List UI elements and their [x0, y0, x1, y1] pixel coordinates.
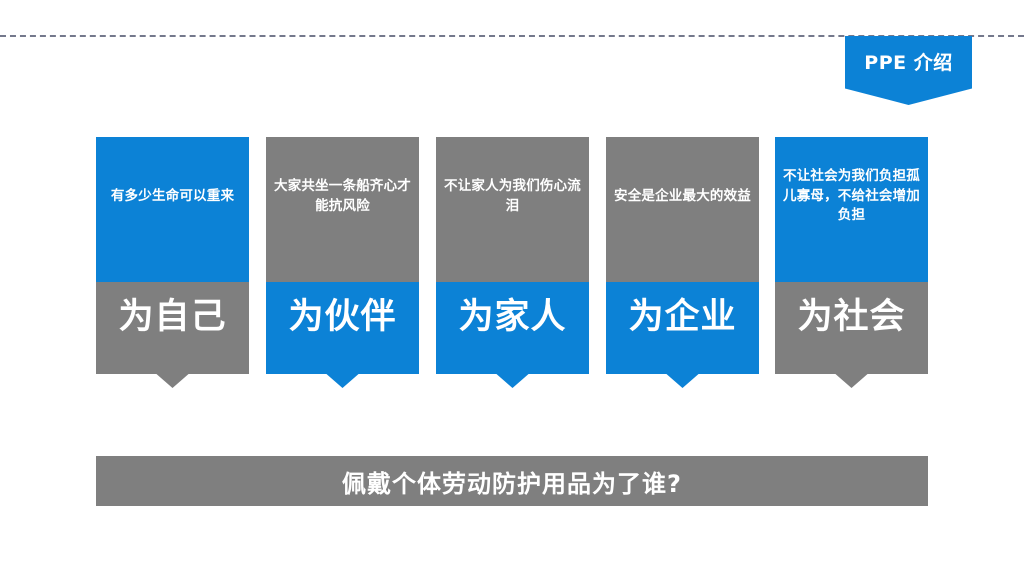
card-label-panel: 为社会: [775, 282, 928, 388]
card-slogan-text: 不让家人为我们伤心流泪: [444, 177, 581, 214]
card-slogan-text: 大家共坐一条船齐心才能抗风险: [274, 177, 411, 214]
connector-gap: [589, 394, 606, 398]
ribbon-label: PPE 介绍: [864, 52, 953, 74]
card-slogan-text: 安全是企业最大的效益: [614, 187, 751, 204]
card-slogan-panel: 有多少生命可以重来: [96, 137, 249, 282]
card-slogan-text: 有多少生命可以重来: [110, 187, 235, 204]
card-label-text: 为自己: [118, 297, 227, 337]
card-label-text: 为家人: [458, 297, 567, 337]
top-dashed-divider: [0, 35, 1024, 37]
card-label-panel: 为家人: [436, 282, 589, 388]
card-for-family[interactable]: 不让家人为我们伤心流泪 为家人: [436, 137, 589, 388]
card-label-text: 为伙伴: [288, 297, 397, 337]
card-row: 有多少生命可以重来 为自己 大家共坐一条船齐心才能抗风险 为伙伴 不让家人为我们…: [96, 137, 948, 405]
card-for-enterprise[interactable]: 安全是企业最大的效益 为企业: [606, 137, 759, 388]
connector-gap: [249, 394, 266, 398]
card-slogan-panel: 不让社会为我们负担孤儿寡母，不给社会增加负担: [775, 137, 928, 282]
card-label-panel: 为自己: [96, 282, 249, 388]
connector-gap: [928, 394, 945, 398]
connector-gap: [759, 394, 776, 398]
footer-question-text: 佩戴个体劳动防护用品为了谁?: [342, 469, 682, 498]
card-for-partner[interactable]: 大家共坐一条船齐心才能抗风险 为伙伴: [266, 137, 419, 388]
card-slogan-text: 不让社会为我们负担孤儿寡母，不给社会增加负担: [783, 168, 920, 224]
ppe-title-ribbon: PPE 介绍: [845, 36, 972, 105]
card-for-society[interactable]: 不让社会为我们负担孤儿寡母，不给社会增加负担 为社会: [775, 137, 928, 388]
card-label-text: 为社会: [797, 297, 906, 337]
card-for-self[interactable]: 有多少生命可以重来 为自己: [96, 137, 249, 388]
card-label-panel: 为企业: [606, 282, 759, 388]
card-label-text: 为企业: [628, 297, 737, 337]
card-slogan-panel: 安全是企业最大的效益: [606, 137, 759, 282]
timeline-connector-line: [249, 394, 948, 398]
connector-gap: [419, 394, 436, 398]
card-slogan-panel: 不让家人为我们伤心流泪: [436, 137, 589, 282]
timeline-dot: [96, 387, 114, 405]
card-label-panel: 为伙伴: [266, 282, 419, 388]
footer-question-banner: 佩戴个体劳动防护用品为了谁?: [96, 456, 928, 506]
card-slogan-panel: 大家共坐一条船齐心才能抗风险: [266, 137, 419, 282]
